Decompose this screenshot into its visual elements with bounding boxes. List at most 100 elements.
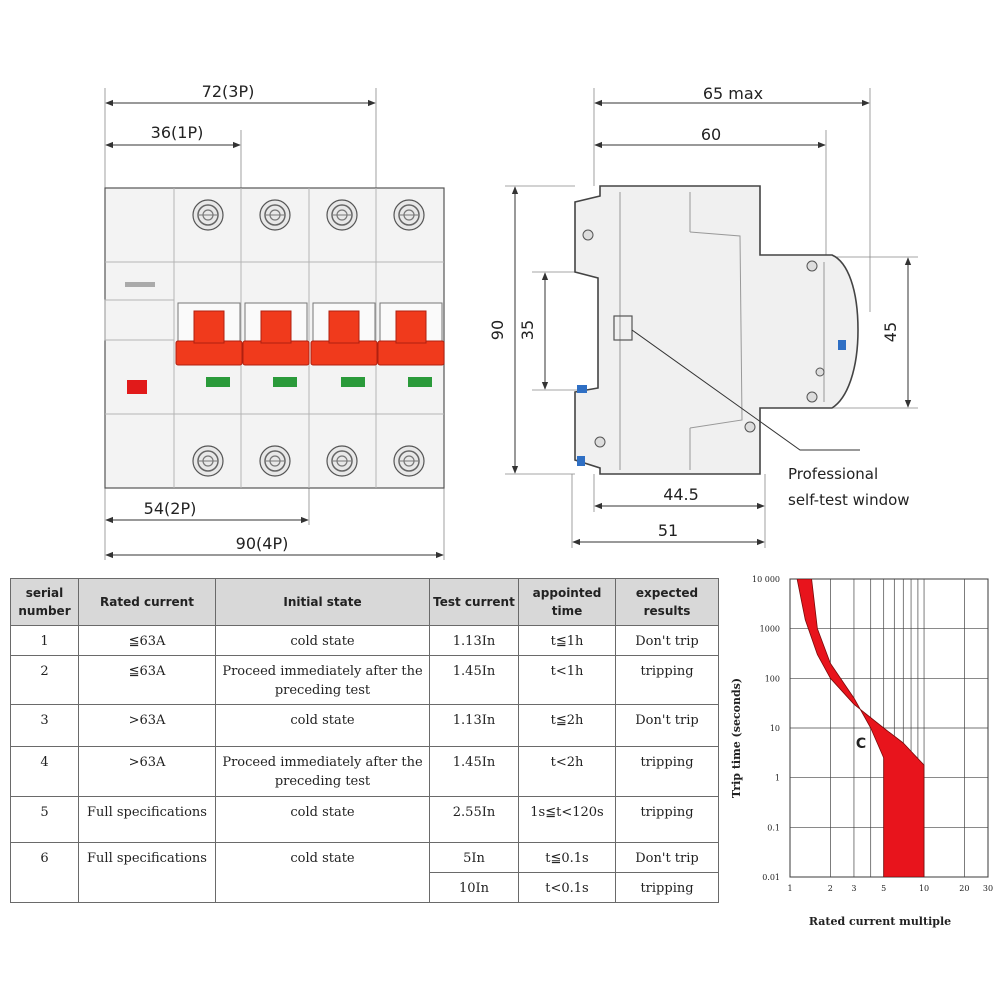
cell-serial: 2 (10, 655, 79, 705)
cell-result: tripping (615, 746, 719, 797)
cell-result: tripping (615, 796, 719, 843)
cell-current: 1.13In (429, 625, 519, 656)
cell-result: Don't trip (615, 625, 719, 656)
cell-time: t<2h (518, 746, 616, 797)
y-tick-label: 10 (770, 724, 780, 733)
y-tick-label: 0.1 (767, 823, 780, 832)
clip-blue-bottom (577, 456, 585, 466)
cell-current: 1.45In (429, 746, 519, 797)
table-row: 2 ≦63A Proceed immediately after the pre… (10, 655, 719, 705)
cell-result: Don't trip (615, 842, 719, 873)
cell-serial: 4 (10, 746, 79, 797)
clip-blue-top (838, 340, 846, 350)
table-row: 6 Full specifications cold state 5In t≦0… (10, 842, 719, 903)
chart-ticks: 1 2 3 5 10 20 30 10 000 1000 100 10 1 0.1 0.01 (752, 575, 993, 893)
y-tick-label: 100 (765, 674, 780, 683)
cell-serial: 6 (10, 842, 79, 903)
table-row: 10In t<0.1s tripping (11, 872, 719, 903)
table-header-row: serial number Rated current Initial stat… (10, 578, 719, 626)
cell-rated: Full specifications (78, 842, 216, 903)
test-spec-table: serial number Rated current Initial stat… (10, 578, 719, 903)
cell-current: 10In (429, 872, 519, 903)
cell-current: 1.45In (429, 655, 519, 705)
callout-leader (631, 329, 860, 451)
y-tick-label: 10 000 (752, 575, 780, 584)
self-test-window (613, 315, 633, 341)
cell-serial: 5 (10, 796, 79, 843)
dim-65-max: 65 max (703, 84, 763, 103)
header-serial: serial number (10, 578, 79, 626)
table-row: 3 >63A cold state 1.13In t≦2h Don't trip (10, 704, 719, 747)
cell-rated: Full specifications (78, 796, 216, 843)
x-axis-label: Rated current multiple (809, 915, 951, 928)
cell-state: Proceed immediately after the preceding … (215, 655, 430, 705)
trip-band-c (796, 579, 925, 877)
cell-state: cold state (215, 796, 430, 843)
clip-blue-mid (577, 385, 587, 393)
x-tick-label: 2 (828, 884, 833, 893)
cell-rated: >63A (78, 704, 216, 747)
dim-36-1p: 36(1P) (151, 123, 204, 142)
cell-result: Don't trip (615, 704, 719, 747)
front-view: 72(3P) 36(1P) 54(2P) 90(4P) (104, 82, 445, 560)
cell-serial: 3 (10, 704, 79, 747)
cell-rated: ≦63A (78, 625, 216, 656)
header-state: Initial state (215, 578, 430, 626)
table-row: 1 ≦63A cold state 1.13In t≦1h Don't trip (10, 625, 719, 656)
y-tick-label: 0.01 (762, 873, 780, 882)
cell-rated: ≦63A (78, 655, 216, 705)
cell-rated: >63A (78, 746, 216, 797)
dim-90: 90 (488, 320, 507, 340)
side-view: 65 max 60 90 35 45 44.5 51 Professional … (488, 84, 918, 548)
test-button-red (127, 380, 147, 394)
y-tick-label: 1 (775, 774, 780, 783)
header-result: expected results (615, 578, 719, 626)
cell-current: 1.13In (429, 704, 519, 747)
cell-state: cold state (215, 842, 430, 903)
cell-time: t≦1h (518, 625, 616, 656)
handles (175, 302, 445, 387)
label-slot (125, 282, 155, 287)
cell-result: tripping (615, 872, 719, 903)
dim-45: 45 (881, 322, 900, 342)
header-rated: Rated current (78, 578, 216, 626)
x-tick-label: 1 (787, 884, 792, 893)
callout-line1: Professional (788, 465, 878, 483)
cell-time: t≦2h (518, 704, 616, 747)
x-tick-label: 3 (851, 884, 856, 893)
cell-state: Proceed immediately after the preceding … (215, 746, 430, 797)
cell-current: 5In (429, 842, 519, 873)
cell-time: t<0.1s (518, 872, 616, 903)
y-axis-label: Trip time (seconds) (730, 678, 743, 798)
cell-current: 2.55In (429, 796, 519, 843)
cell-result: tripping (615, 655, 719, 705)
dim-60: 60 (701, 125, 721, 144)
dim-54-2p: 54(2P) (144, 499, 197, 518)
chart-series-layer (796, 579, 925, 877)
y-tick-label: 1000 (760, 625, 780, 634)
cell-time: 1s≦t<120s (518, 796, 616, 843)
header-current: Test current (429, 578, 519, 626)
callout-line2: self-test window (788, 491, 910, 509)
x-tick-label: 5 (881, 884, 886, 893)
x-tick-label: 30 (983, 884, 993, 893)
series-label-c: C (856, 736, 866, 752)
top-terminals (192, 199, 425, 231)
dim-44-5: 44.5 (663, 485, 699, 504)
dim-51: 51 (658, 521, 678, 540)
cell-state: cold state (215, 704, 430, 747)
x-tick-label: 10 (919, 884, 929, 893)
cell-time: t≦0.1s (518, 842, 616, 873)
dim-72-3p: 72(3P) (202, 82, 255, 101)
bottom-terminals (192, 445, 425, 477)
header-time: appointed time (518, 578, 616, 626)
dim-35: 35 (518, 320, 537, 340)
cell-serial: 1 (10, 625, 79, 656)
cell-state: cold state (215, 625, 430, 656)
dim-90-4p: 90(4P) (236, 534, 289, 553)
cell-time: t<1h (518, 655, 616, 705)
trip-curve-chart: 1 2 3 5 10 20 30 10 000 1000 100 10 1 0.1 0.01 C Rate… (730, 575, 993, 928)
x-tick-label: 20 (959, 884, 969, 893)
table-row: 4 >63A Proceed immediately after the pre… (10, 746, 719, 797)
